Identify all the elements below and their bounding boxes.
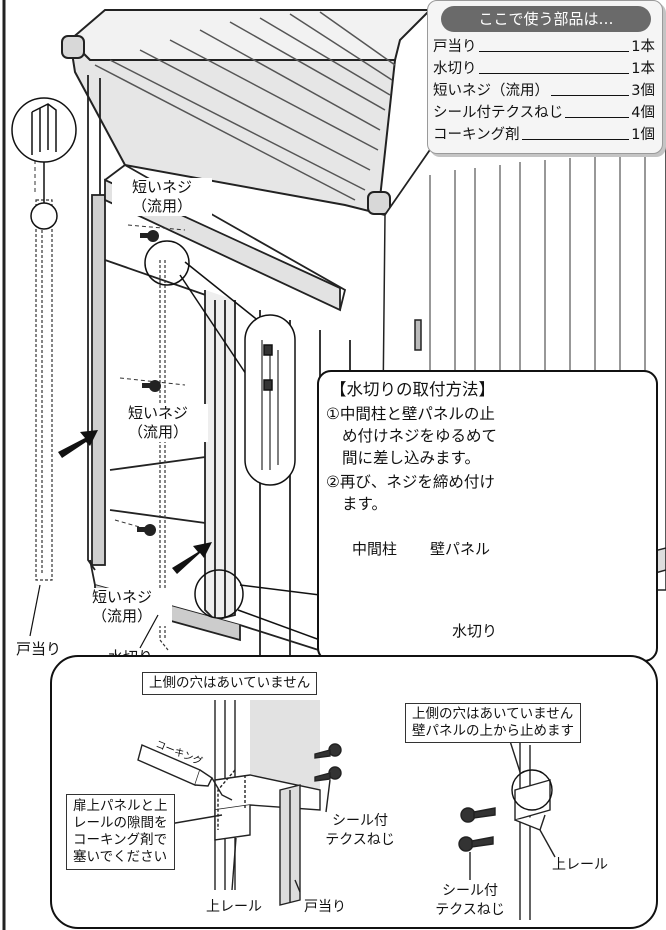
door-stop-detail (11, 97, 77, 163)
part-name: 短いネジ（流用） (433, 83, 549, 99)
note-line: 壁パネルの上から止めます (412, 723, 574, 739)
screw-icons (137, 230, 161, 536)
screw-label-line: （流用） (131, 197, 192, 215)
flashing-section-label: 水切り (452, 622, 498, 640)
seal-screw-line: シール付 (442, 883, 498, 899)
screw-label-line: 短いネジ (91, 588, 152, 606)
bottom-slot-detail (194, 569, 321, 641)
method-step-line: ②再び、ネジを締め付け (326, 473, 495, 491)
seal-screw-label-left: シール付 テクスねじ (318, 812, 402, 850)
parts-row: 戸当り 1本 (433, 38, 655, 56)
note-caulk-line: 塞いでください (73, 849, 168, 865)
method-step-line: ①中間柱と壁パネルの止 (326, 405, 495, 423)
part-qty: 4個 (631, 105, 655, 121)
seal-screw-line: テクスねじ (325, 832, 395, 848)
seal-screw-line: テクスねじ (435, 902, 505, 918)
slot-detail (179, 261, 296, 486)
note-caulk-line: レールの隙間を (73, 815, 168, 831)
note-caulk-line: 扉上パネルと上 (73, 798, 168, 814)
panel-label: 壁パネル (430, 540, 491, 558)
method-step-line: ます。 (342, 495, 387, 513)
parts-row: シール付テクスねじ 4個 (433, 104, 655, 122)
part-name: 水切り (433, 61, 477, 77)
door-stop-label: 戸当り (16, 640, 62, 658)
screw-label-top: 短いネジ （流用） (112, 178, 212, 216)
screw-label-bottom: 短いネジ （流用） (72, 588, 172, 626)
part-qty: 1本 (631, 39, 655, 55)
seal-screw-line: シール付 (332, 813, 388, 829)
screw-label-line: 短いネジ (127, 404, 188, 422)
method-step-line: め付けネジをゆるめて (342, 427, 498, 445)
upper-rail-label-left: 上レール (206, 899, 262, 915)
note-no-upper-hole-right: 上側の穴はあいていません 壁パネルの上から止めます (405, 703, 581, 743)
screw-label-line: 短いネジ (131, 178, 192, 196)
parts-row: 短いネジ（流用） 3個 (433, 82, 655, 100)
method-step-line: 間に差し込みます。 (342, 449, 480, 467)
part-qty: 1個 (631, 127, 655, 143)
screw-label-mid: 短いネジ （流用） (108, 404, 208, 442)
door-stop-part (30, 162, 58, 581)
screw-label-line: （流用） (91, 607, 152, 625)
part-name: 戸当り (433, 39, 477, 55)
part-qty: 3個 (631, 83, 655, 99)
parts-list-title: ここで使う部品は… (441, 6, 651, 32)
note-caulk-line: コーキング剤で (73, 832, 168, 848)
parts-row: 水切り 1本 (433, 60, 655, 78)
part-name: コーキング剤 (433, 127, 520, 143)
door-stop-label-bottom: 戸当り (304, 899, 346, 915)
part-name: シール付テクスねじ (433, 105, 564, 121)
note-caulk: 扉上パネルと上 レールの隙間を コーキング剤で 塞いでください (66, 794, 175, 870)
screw-label-line: （流用） (127, 423, 188, 441)
method-title: 【水切りの取付方法】 (330, 380, 495, 399)
method-box (317, 370, 658, 662)
detail-box (50, 655, 658, 929)
note-no-upper-hole-left: 上側の穴はあいていません (142, 672, 318, 695)
note-line: 上側の穴はあいていません (412, 706, 574, 722)
roof (61, 9, 433, 217)
post-label: 中間柱 (352, 540, 398, 558)
seal-screw-label-right: シール付 テクスねじ (425, 882, 515, 920)
parts-row: コーキング剤 1個 (433, 126, 655, 144)
part-qty: 1本 (631, 61, 655, 77)
upper-rail-label-right: 上レール (552, 857, 608, 873)
